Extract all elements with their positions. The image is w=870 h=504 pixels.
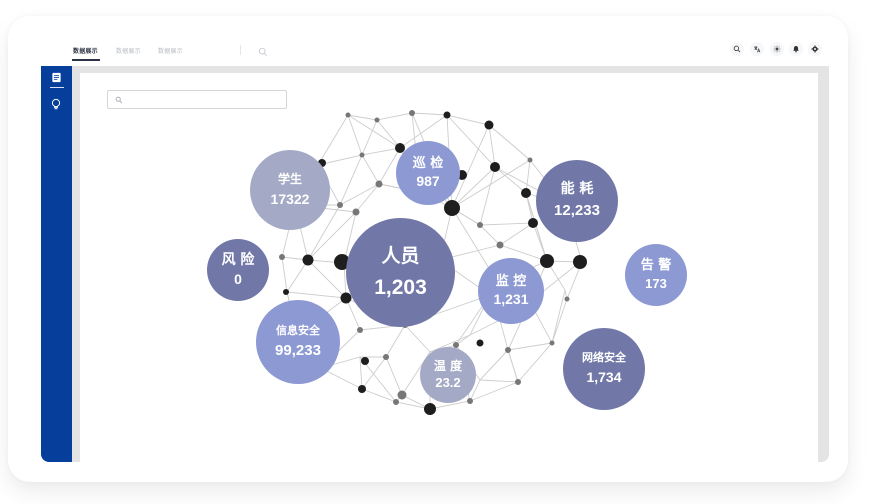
- brightness-button[interactable]: [770, 42, 784, 56]
- tab-data-display-1[interactable]: 数据展示: [73, 49, 98, 55]
- bubble-patrol[interactable]: 巡 检 987: [396, 141, 460, 205]
- bubble-energy[interactable]: 能 耗 12,233: [536, 160, 618, 242]
- bubble-alarm[interactable]: 告 警 173: [625, 244, 687, 306]
- bubble-risk[interactable]: 风 险 0: [207, 239, 269, 301]
- search-icon: [733, 45, 741, 53]
- tab-data-display-2[interactable]: 数据展示: [116, 49, 141, 55]
- active-item-indicator: [50, 87, 64, 88]
- settings-button[interactable]: [808, 42, 822, 56]
- bell-icon: [793, 45, 799, 53]
- bubble-network-security[interactable]: 网络安全 1,734: [563, 328, 645, 410]
- gear-icon: [811, 45, 819, 53]
- brightness-icon: [773, 45, 781, 53]
- sidebar-item-documents[interactable]: [49, 70, 63, 84]
- bubble-temperature[interactable]: 温 度 23.2: [420, 347, 476, 403]
- document-icon: [51, 72, 61, 82]
- bubble-students[interactable]: 学生 17322: [250, 150, 330, 230]
- search-input[interactable]: [126, 93, 281, 106]
- sidebar: [41, 66, 72, 462]
- bubble-info-security[interactable]: 信息安全 99,233: [256, 300, 340, 384]
- bubble-personnel[interactable]: 人员 1,203: [346, 218, 455, 327]
- translate-button[interactable]: [750, 42, 764, 56]
- search-icon[interactable]: [258, 44, 270, 57]
- active-tab-indicator: [72, 59, 100, 61]
- lightbulb-icon: [51, 98, 61, 110]
- tab-data-display-3[interactable]: 数据展示: [158, 49, 183, 55]
- divider: [240, 45, 241, 55]
- sidebar-item-ideas[interactable]: [49, 97, 63, 111]
- translate-icon: [754, 46, 761, 53]
- bubble-monitoring[interactable]: 监 控 1,231: [478, 258, 544, 324]
- notifications-button[interactable]: [789, 42, 803, 56]
- top-nav: 数据展示 数据展示 数据展示: [40, 30, 830, 66]
- search-field[interactable]: [107, 90, 287, 109]
- search-button[interactable]: [730, 42, 744, 56]
- search-icon: [115, 96, 123, 104]
